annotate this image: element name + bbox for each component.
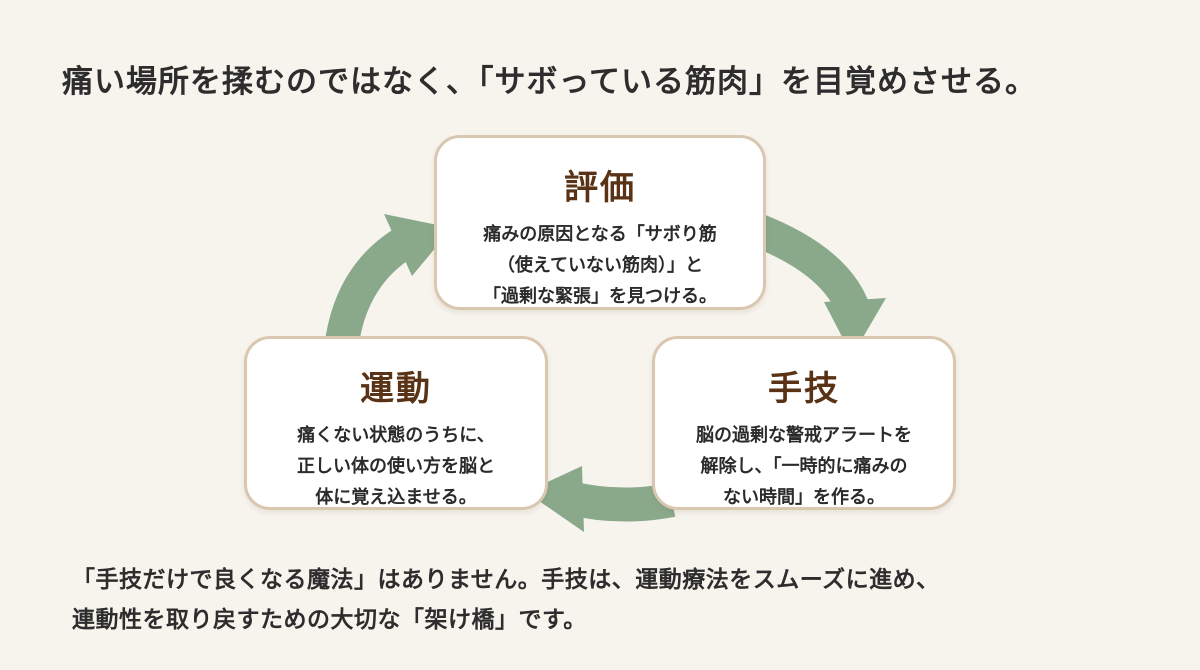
card-exercise-line: 痛くない状態のうちに、 bbox=[297, 425, 495, 446]
card-manual-therapy-line: 脳の過剰な警戒アラートを bbox=[696, 425, 912, 446]
card-evaluation-line: 「過剰な緊張」を見つける。 bbox=[483, 286, 717, 307]
headline: 痛い場所を揉むのではなく、「サボっている筋肉」を目覚めさせる。 bbox=[62, 64, 1037, 100]
card-manual-therapy-title: 手技 bbox=[768, 369, 840, 409]
card-exercise-title: 運動 bbox=[360, 369, 432, 409]
card-exercise: 運動 痛くない状態のうちに、 正しい体の使い方を脳と 体に覚え込ませる。 bbox=[244, 336, 548, 510]
card-exercise-line: 体に覚え込ませる。 bbox=[315, 487, 477, 508]
arrow-eval-to-manual bbox=[745, 212, 886, 356]
card-manual-therapy: 手技 脳の過剰な警戒アラートを 解除し、「一時的に痛みの ない時間」を作る。 bbox=[652, 336, 956, 510]
card-evaluation: 評価 痛みの原因となる「サボり筋 （使えていない筋肉）」と 「過剰な緊張」を見つ… bbox=[434, 135, 766, 310]
card-manual-therapy-line: 解除し、「一時的に痛みの bbox=[700, 456, 908, 477]
footer-text: 「手技だけで良くなる魔法」はありません。手技は、運動療法をスムーズに進め、 連動… bbox=[72, 560, 1172, 640]
card-exercise-line: 正しい体の使い方を脳と bbox=[297, 456, 495, 477]
card-evaluation-line: （使えていない筋肉）」と bbox=[496, 255, 704, 276]
footer-line: 「手技だけで良くなる魔法」はありません。手技は、運動療法をスムーズに進め、 bbox=[72, 567, 940, 593]
card-evaluation-title: 評価 bbox=[564, 168, 636, 208]
footer-line: 連動性を取り戻すための大切な「架け橋」です。 bbox=[72, 607, 587, 633]
card-manual-therapy-line: ない時間」を作る。 bbox=[723, 487, 885, 508]
card-evaluation-line: 痛みの原因となる「サボり筋 bbox=[483, 224, 717, 245]
